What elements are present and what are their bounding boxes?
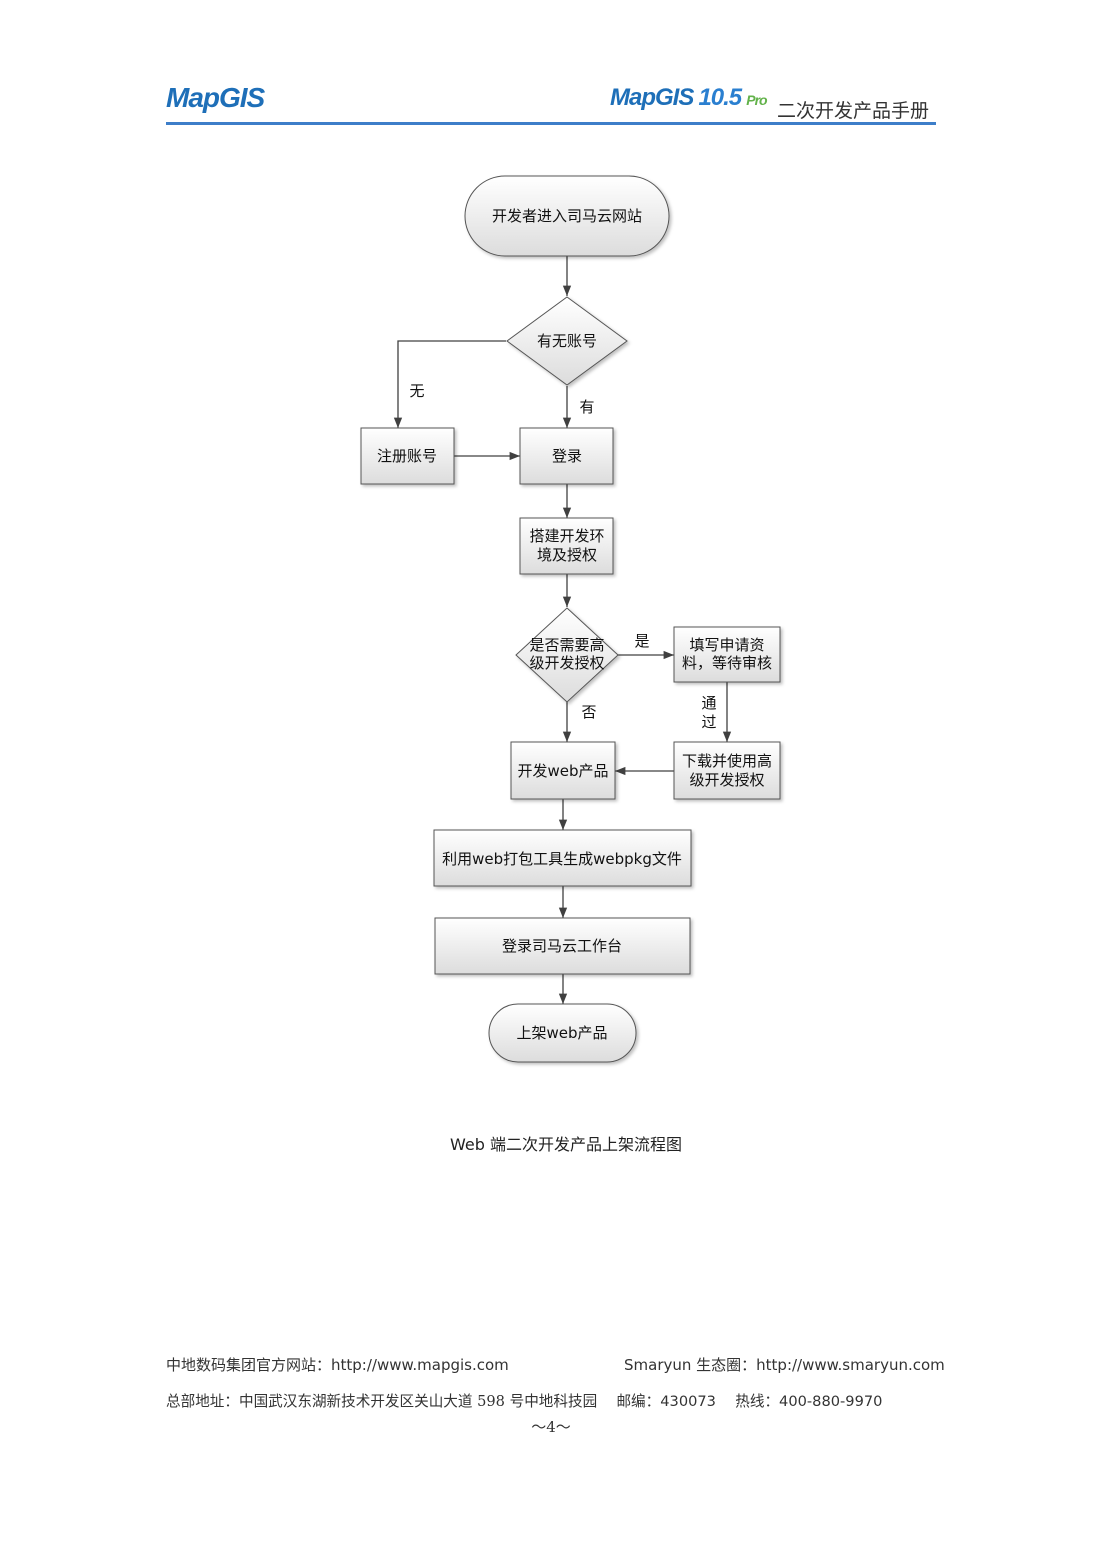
edge-label-no: 否 [581,703,596,721]
download-label-1: 下载并使用高 [682,752,772,770]
login-workbench-box [434,917,691,975]
apply-label-1: 填写申请资 [689,636,764,654]
setup-env-box [519,517,614,575]
flow-connectors [393,256,732,1004]
publish-label: 上架web产品 [516,1024,607,1042]
edge-label-pass-1: 通 [701,694,716,712]
login-box [519,427,614,485]
download-label-2: 级开发授权 [689,771,764,789]
footer-website-line: 中地数码集团官方网站：http://www.mapgis.com [166,1354,509,1375]
start-label: 开发者进入司马云网站 [492,207,642,225]
figure-caption: Web 端二次开发产品上架流程图 [450,1135,682,1154]
need-adv-label-1: 是否需要高 [529,636,604,654]
dev-web-box [510,741,616,800]
edge-no-account [393,340,506,428]
pack-label: 利用web打包工具生成webpkg文件 [442,850,682,868]
header-rule [166,122,936,125]
header-logo-right: MapGIS 10.5 Pro [610,84,768,116]
edge-label-yes: 是 [634,632,649,650]
footer-hotline: 400-880-9970 [779,1393,883,1410]
register-label: 注册账号 [377,447,437,465]
footer-hotline-label: 热线： [735,1393,780,1410]
setup-env-label-2: 境及授权 [537,546,597,564]
setup-env-label-1: 搭建开发环 [529,527,604,545]
need-adv-label-2: 级开发授权 [529,654,604,672]
apply-label-2: 料，等待审核 [682,654,772,672]
footer-address: 总部地址：中国武汉东湖新技术开发区关山大道 598 号中地科技园 [166,1393,598,1410]
footer-site-url[interactable]: http://www.mapgis.com [331,1356,509,1374]
flow-shapes [360,175,781,1063]
login-label: 登录 [552,447,582,465]
footer-eco-line: Smaryun 生态圈：http://www.smaryun.com [624,1354,945,1375]
start-terminal [464,175,670,257]
publish-terminal [488,1003,637,1063]
decision-advanced-auth [515,607,619,703]
header-title: 二次开发产品手册 [777,100,930,122]
mapgis-version: 10.5 [698,84,742,111]
edge-label-has-account: 有 [579,398,594,416]
dev-web-label: 开发web产品 [517,762,608,780]
flowchart: 开发者进入司马云网站 有无账号 注册账号 登录 搭建开发环 境及授权 是否需要高… [360,175,781,1063]
pack-box [433,829,692,887]
mapgis-logo: MapGIS [166,82,265,113]
decision-has-account [506,296,628,386]
flow-labels: 开发者进入司马云网站 有无账号 注册账号 登录 搭建开发环 境及授权 是否需要高… [377,207,772,1042]
mapgis-product-logo: MapGIS [610,84,694,111]
footer-address-line: 总部地址：中国武汉东湖新技术开发区关山大道 598 号中地科技园 邮编：4300… [166,1390,882,1411]
mapgis-edition: Pro [746,92,767,108]
footer-zip: 430073 [660,1393,716,1410]
header-logo-left: MapGIS [166,82,265,118]
edge-label-pass-2: 过 [701,713,716,731]
footer-eco-label: Smaryun 生态圈： [624,1356,757,1374]
footer-eco-url[interactable]: http://www.smaryun.com [756,1356,945,1374]
register-box [360,427,455,485]
download-box [673,741,781,800]
page-number: ～4～ [531,1418,571,1436]
login-workbench-label: 登录司马云工作台 [502,937,622,955]
footer-site-label: 中地数码集团官方网站： [166,1356,332,1374]
footer-zip-label: 邮编： [616,1393,661,1410]
edge-label-no-account: 无 [409,382,424,400]
apply-box [673,626,781,683]
has-account-label: 有无账号 [537,332,597,350]
